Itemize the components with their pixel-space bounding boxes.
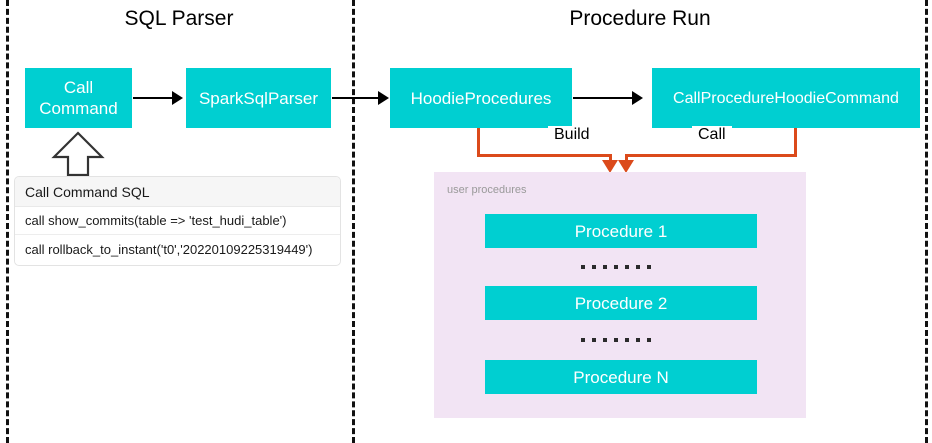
edge-label-build: Build xyxy=(548,126,596,144)
edge-label-call: Call xyxy=(692,126,732,144)
ellipsis-dot xyxy=(647,338,651,342)
procedure-ellipsis-2 xyxy=(581,338,651,342)
arrow-hoodie-to-callcmd-head xyxy=(632,91,643,105)
node-spark-sql-parser[interactable]: SparkSqlParser xyxy=(186,68,331,128)
ellipsis-dot xyxy=(647,265,651,269)
arrow-parser-to-hoodie-line xyxy=(332,97,384,99)
call-connector-vertical-down xyxy=(625,154,628,162)
call-command-sql-table: Call Command SQL call show_commits(table… xyxy=(14,176,341,266)
ellipsis-dot xyxy=(636,265,640,269)
node-call-command-line2: Command xyxy=(39,99,118,118)
ellipsis-dot xyxy=(625,338,629,342)
user-procedures-label: user procedures xyxy=(447,184,527,196)
node-hoodie-procedures[interactable]: HoodieProcedures xyxy=(390,68,572,128)
divider-left xyxy=(6,0,9,443)
procedure-item-2[interactable]: Procedure 2 xyxy=(485,286,757,320)
arrow-call-command-to-parser-head xyxy=(172,91,183,105)
build-connector-horizontal xyxy=(477,154,611,157)
build-connector-vertical-down xyxy=(609,154,612,162)
ellipsis-dot xyxy=(581,265,585,269)
build-connector-vertical-left xyxy=(477,128,480,156)
ellipsis-dot xyxy=(625,265,629,269)
procedure-ellipsis-1 xyxy=(581,265,651,269)
arrow-parser-to-hoodie-head xyxy=(378,91,389,105)
section-title-procedure-run: Procedure Run xyxy=(569,7,711,30)
procedure-item-1[interactable]: Procedure 1 xyxy=(485,214,757,248)
arrow-call-command-to-parser-line xyxy=(133,97,175,99)
call-connector-horizontal xyxy=(625,154,797,157)
hollow-up-arrow-icon xyxy=(50,131,106,182)
ellipsis-dot xyxy=(592,265,596,269)
divider-right xyxy=(925,0,928,443)
ellipsis-dot xyxy=(614,338,618,342)
sql-table-row-1: call rollback_to_instant('t0','202201092… xyxy=(15,235,340,263)
ellipsis-dot xyxy=(603,338,607,342)
build-arrow-head xyxy=(602,160,618,173)
ellipsis-dot xyxy=(592,338,596,342)
call-arrow-head xyxy=(618,160,634,173)
sql-table-header: Call Command SQL xyxy=(15,177,340,207)
node-call-command-line1: Call xyxy=(63,78,94,97)
section-title-sql-parser: SQL Parser xyxy=(124,7,234,30)
call-connector-vertical-right xyxy=(794,128,797,156)
node-call-command[interactable]: Call Command xyxy=(25,68,132,128)
procedure-item-n[interactable]: Procedure N xyxy=(485,360,757,394)
ellipsis-dot xyxy=(636,338,640,342)
ellipsis-dot xyxy=(581,338,585,342)
arrow-hoodie-to-callcmd-line xyxy=(573,97,635,99)
divider-middle xyxy=(352,0,355,443)
ellipsis-dot xyxy=(614,265,618,269)
ellipsis-dot xyxy=(603,265,607,269)
sql-table-row-0: call show_commits(table => 'test_hudi_ta… xyxy=(15,207,340,235)
node-call-procedure-hoodie-command[interactable]: CallProcedureHoodieCommand xyxy=(652,68,920,128)
